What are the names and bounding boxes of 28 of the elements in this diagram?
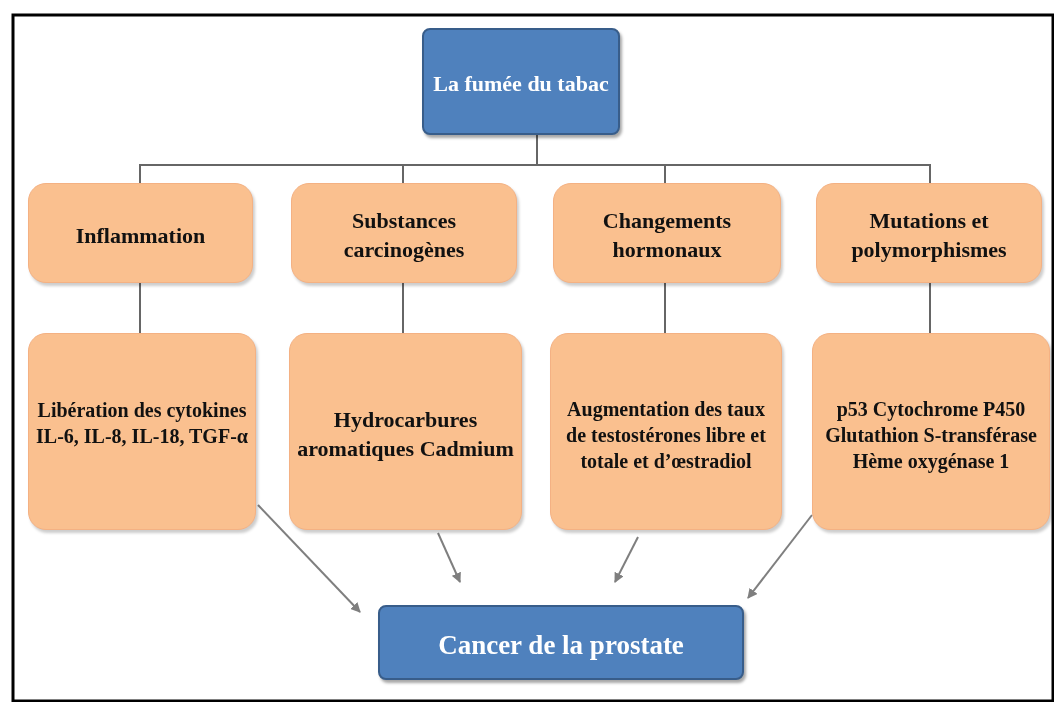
node-text: Hydrocarbures aromatiques Cadmium bbox=[296, 405, 515, 463]
arrow bbox=[747, 514, 813, 599]
factor-box bbox=[28, 333, 256, 530]
node-text: Changements hormonaux bbox=[601, 207, 733, 264]
arrow bbox=[614, 536, 639, 583]
factor-box bbox=[28, 183, 253, 283]
node-text: Inflammation bbox=[75, 221, 206, 250]
outcome-box bbox=[378, 605, 744, 680]
node-text: Augmentation des taux de testostérones libre et totale et d’œstradiol bbox=[565, 396, 767, 474]
node-text: Mutations et polymorphismes bbox=[850, 207, 1008, 264]
connector-line bbox=[929, 282, 931, 334]
node-text: La fumée du tabac bbox=[433, 70, 609, 99]
node-text: p53 Cytochrome P450 Glutathion S-transférase Hème oxygénase 1 bbox=[824, 396, 1038, 474]
factor-box bbox=[553, 183, 781, 283]
arrow bbox=[437, 532, 461, 583]
node-text: Substances carcinogènes bbox=[342, 207, 466, 264]
source-box bbox=[422, 28, 620, 135]
factor-box bbox=[291, 183, 517, 283]
factor-box bbox=[550, 333, 782, 530]
connector-line bbox=[402, 282, 404, 334]
node-text: Cancer de la prostate bbox=[438, 628, 684, 662]
node-text: Libération des cytokines IL-6, IL-8, IL-18, TGF-α bbox=[35, 397, 249, 449]
arrow bbox=[257, 504, 361, 613]
factor-box bbox=[816, 183, 1042, 283]
connector-line bbox=[664, 282, 666, 334]
connector-line bbox=[139, 282, 141, 334]
factor-box bbox=[289, 333, 522, 530]
factor-box bbox=[812, 333, 1050, 530]
